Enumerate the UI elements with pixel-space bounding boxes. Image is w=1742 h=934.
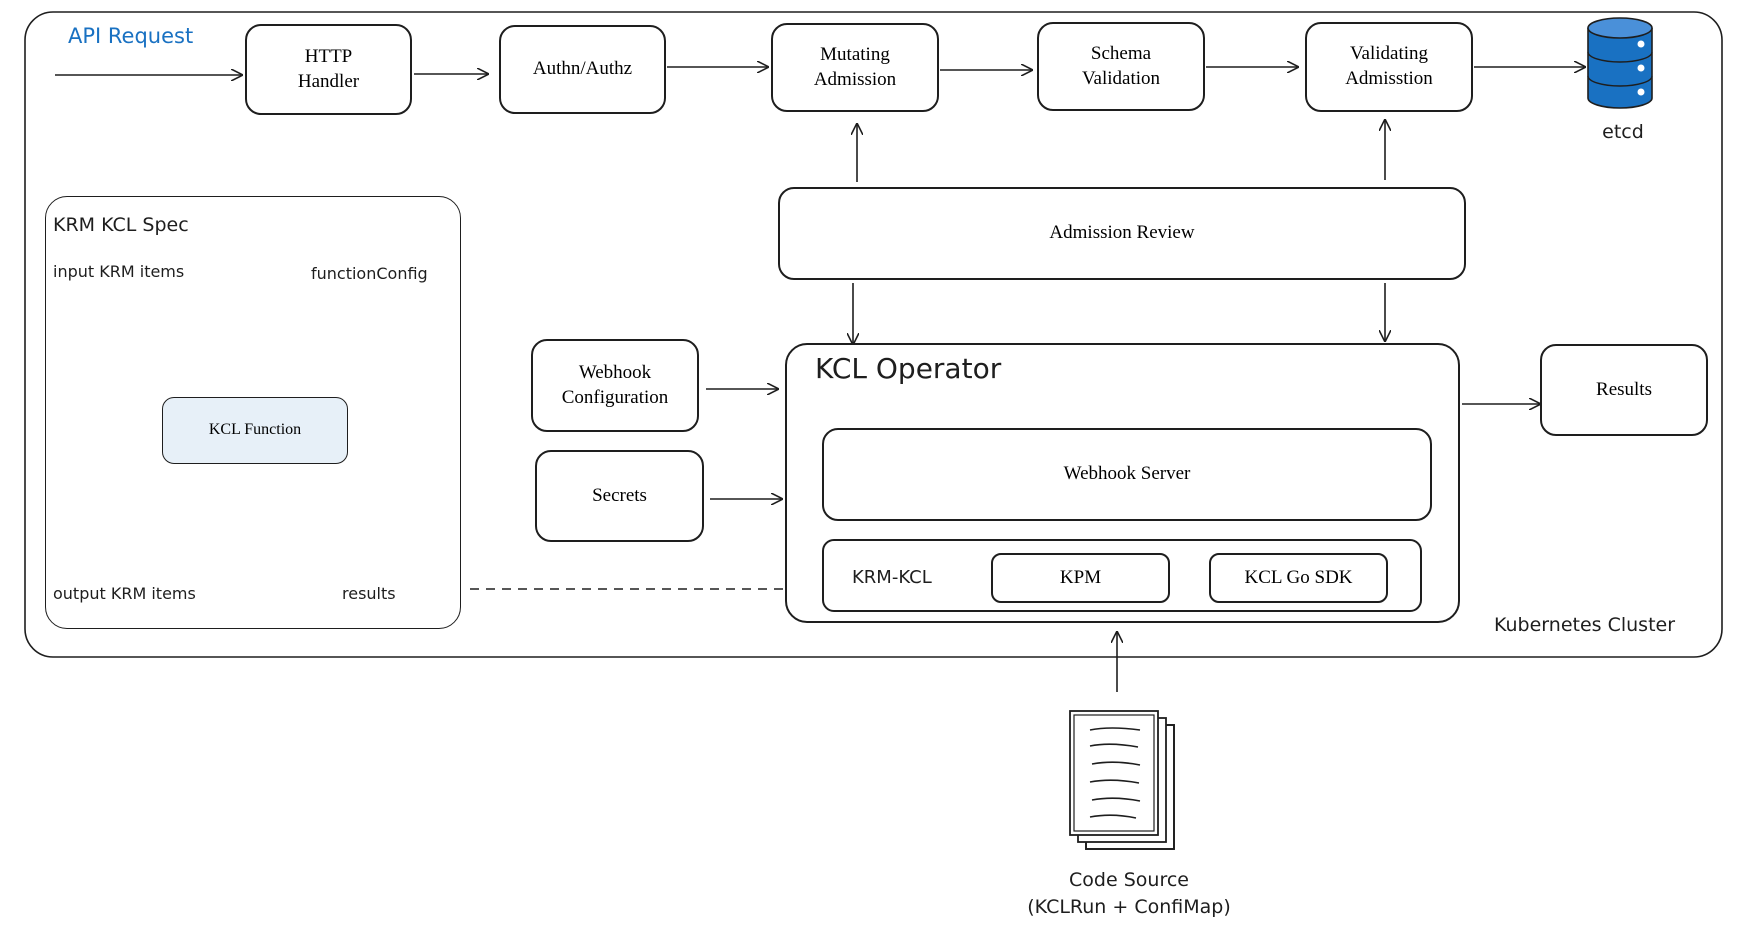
kpm-node: KPM <box>991 553 1170 603</box>
mutating-line2: Admission <box>813 68 897 90</box>
secrets-node: Secrets <box>535 450 704 542</box>
webhook-config-line2: Configuration <box>561 386 669 408</box>
admission-review-label: Admission Review <box>1049 222 1195 244</box>
schema-validation-node: Schema Validation <box>1037 22 1205 111</box>
etcd-label: etcd <box>1602 121 1644 143</box>
kubernetes-cluster-label: Kubernetes Cluster <box>1494 614 1676 636</box>
output-krm-items-label: output KRM items <box>53 584 196 603</box>
schema-line1: Schema <box>1090 42 1152 64</box>
validating-admission-node: Validating Admisstion <box>1305 22 1473 112</box>
kcl-go-sdk-node: KCL Go SDK <box>1209 553 1388 603</box>
api-request-label: API Request <box>68 24 194 48</box>
mutating-line1: Mutating <box>820 43 890 65</box>
schema-line2: Validation <box>1081 67 1161 89</box>
kcl-operator-title: KCL Operator <box>815 352 1002 385</box>
authn-authz-node: Authn/Authz <box>499 25 666 114</box>
admission-review-node: Admission Review <box>778 187 1466 280</box>
validating-line2: Admisstion <box>1345 68 1433 89</box>
code-source-label: Code Source (KCLRun + ConfiMap) <box>998 867 1260 920</box>
document-stack-icon <box>1069 710 1175 850</box>
code-source-line1: Code Source <box>1069 869 1189 891</box>
krm-kcl-label: KRM-KCL <box>852 567 932 588</box>
http-handler-line1: HTTP <box>304 45 353 67</box>
kcl-function-node: KCL Function <box>162 397 348 464</box>
database-icon <box>1587 17 1653 109</box>
http-handler-node: HTTP Handler <box>245 24 412 115</box>
results-label: Results <box>1596 378 1652 400</box>
authn-authz-label: Authn/Authz <box>532 58 633 80</box>
validating-line1: Validating <box>1349 43 1429 65</box>
kcl-go-sdk-label: KCL Go SDK <box>1244 566 1353 588</box>
results-label-spec: results <box>342 584 396 603</box>
mutating-admission-node: Mutating Admission <box>771 23 939 112</box>
kpm-label: KPM <box>1059 566 1102 588</box>
results-node: Results <box>1540 344 1708 436</box>
secrets-label: Secrets <box>592 484 647 506</box>
webhook-config-line1: Webhook <box>578 361 652 383</box>
kcl-function-label: KCL Function <box>208 421 302 439</box>
http-handler-line2: Handler <box>297 70 360 92</box>
krm-kcl-spec-title: KRM KCL Spec <box>53 214 189 236</box>
function-config-label: functionConfig <box>311 264 428 283</box>
webhook-server-node: Webhook Server <box>822 428 1432 521</box>
webhook-configuration-node: Webhook Configuration <box>531 339 699 432</box>
input-krm-items-label: input KRM items <box>53 262 185 281</box>
kubernetes-cluster-boundary <box>24 11 1723 658</box>
webhook-server-label: Webhook Server <box>1063 463 1191 485</box>
code-source-line2: (KCLRun + ConfiMap) <box>1027 895 1231 918</box>
